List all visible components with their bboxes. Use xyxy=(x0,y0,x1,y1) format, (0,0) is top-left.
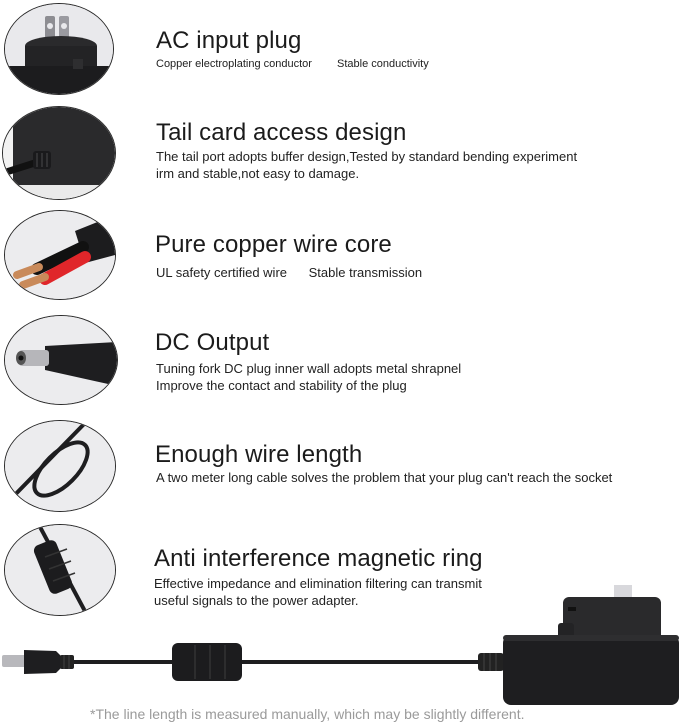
feature-details: The tail port adopts buffer design,Teste… xyxy=(156,148,577,182)
feature-detail: useful signals to the power adapter. xyxy=(154,593,359,608)
feature-detail: Improve the contact and stability of the… xyxy=(156,378,407,393)
feature-details: A two meter long cable solves the proble… xyxy=(156,469,612,486)
feature-detail: The tail port adopts buffer design,Teste… xyxy=(156,149,578,164)
feature-title: Anti interference magnetic ring xyxy=(154,545,483,572)
feature-title: AC input plug xyxy=(156,27,302,54)
feature-detail: Tuning fork DC plug inner wall adopts me… xyxy=(156,361,462,376)
feature-title: Pure copper wire core xyxy=(155,231,392,258)
feature-details: UL safety certified wire Stable transmis… xyxy=(156,264,422,281)
feature-detail: A two meter long cable solves the proble… xyxy=(156,470,613,485)
feature-detail: Effective impedance and elimination filt… xyxy=(154,576,482,591)
feature-detail: Stable conductivity xyxy=(337,58,429,70)
feature-title: Enough wire length xyxy=(155,441,363,468)
feature-detail: UL safety certified wire xyxy=(156,265,288,280)
feature-title: DC Output xyxy=(155,329,270,356)
feature-detail: irm and stable,not easy to damage. xyxy=(156,166,360,181)
footnote: *The line length is measured manually, w… xyxy=(90,706,525,722)
ac-plug-icon xyxy=(4,3,114,95)
tail-port-icon xyxy=(2,106,116,200)
feature-detail: Stable transmission xyxy=(308,265,423,280)
feature-title: Tail card access design xyxy=(156,119,407,146)
feature-details: Copper electroplating conductor Stable c… xyxy=(156,56,429,73)
coiled-cable-icon xyxy=(4,420,116,512)
dc-plug-icon xyxy=(4,315,118,405)
feature-details: Effective impedance and elimination filt… xyxy=(154,575,482,609)
magnetic-ring-icon xyxy=(4,524,116,616)
power-adapter-illustration xyxy=(0,555,679,705)
feature-detail: Copper electroplating conductor xyxy=(156,58,312,70)
feature-details: Tuning fork DC plug inner wall adopts me… xyxy=(156,360,461,394)
copper-wire-icon xyxy=(4,210,116,300)
